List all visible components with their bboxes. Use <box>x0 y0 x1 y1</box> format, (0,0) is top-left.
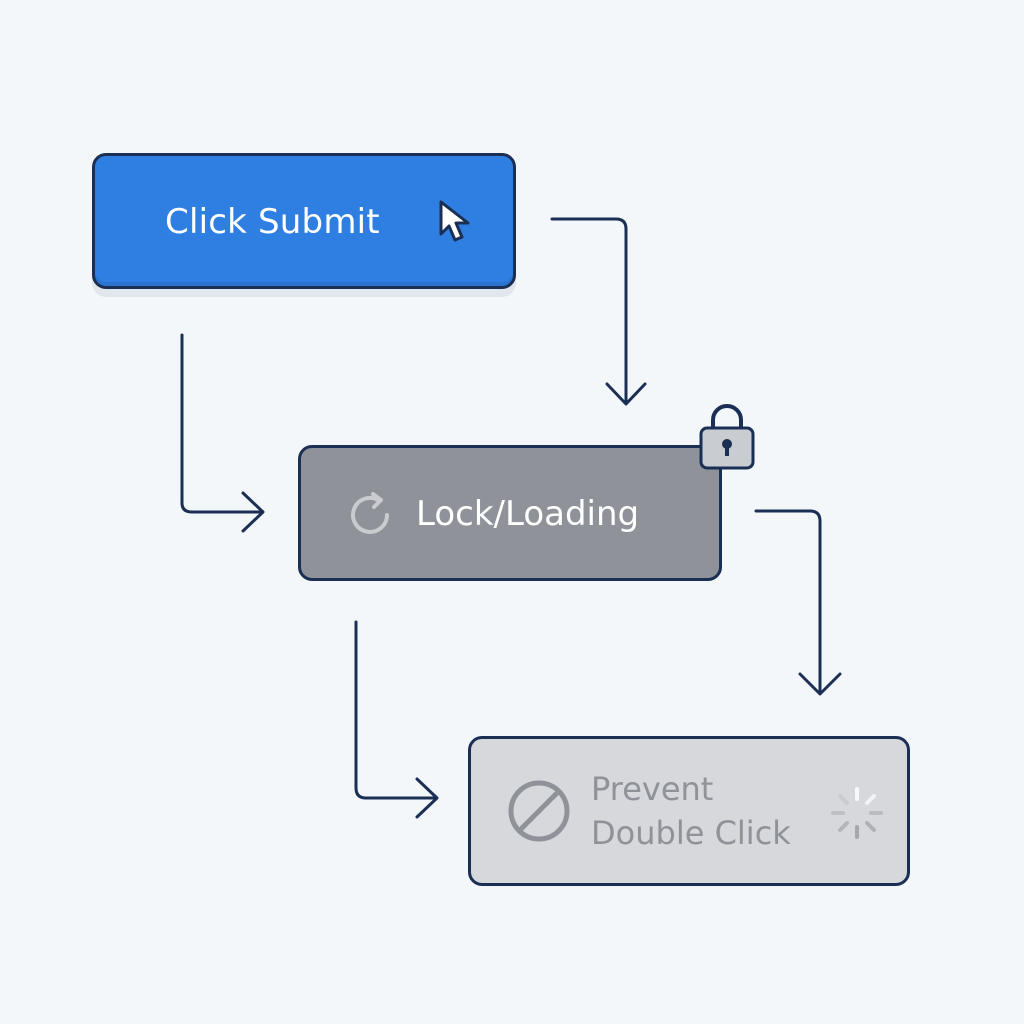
prevent-double-click-button: Prevent Double Click <box>468 736 914 891</box>
arrowhead-down-1 <box>605 382 647 406</box>
arrow-loading-to-prevent-left <box>354 620 438 800</box>
arrow-submit-to-loading-right <box>550 217 628 405</box>
activity-spinner-icon <box>831 787 883 839</box>
arrow-loading-to-prevent-right <box>754 509 822 695</box>
arrowhead-right-2 <box>415 777 439 819</box>
prevent-double-click-label: Prevent Double Click <box>591 767 791 855</box>
prevent-label-line1: Prevent <box>591 770 714 808</box>
click-submit-button[interactable]: Click Submit <box>92 153 520 294</box>
prevent-label-line2: Double Click <box>591 814 791 852</box>
cursor-arrow-icon <box>439 200 470 242</box>
lock-loading-label: Lock/Loading <box>416 494 640 534</box>
lock-loading-button: Lock/Loading <box>298 445 726 586</box>
click-submit-label: Click Submit <box>165 202 380 242</box>
refresh-spinner-icon <box>351 492 389 534</box>
arrow-submit-to-loading-left <box>180 333 264 514</box>
arrowhead-right-1 <box>241 491 265 533</box>
padlock-icon <box>699 404 755 470</box>
ban-icon <box>508 780 570 842</box>
arrowhead-down-2 <box>798 672 842 696</box>
